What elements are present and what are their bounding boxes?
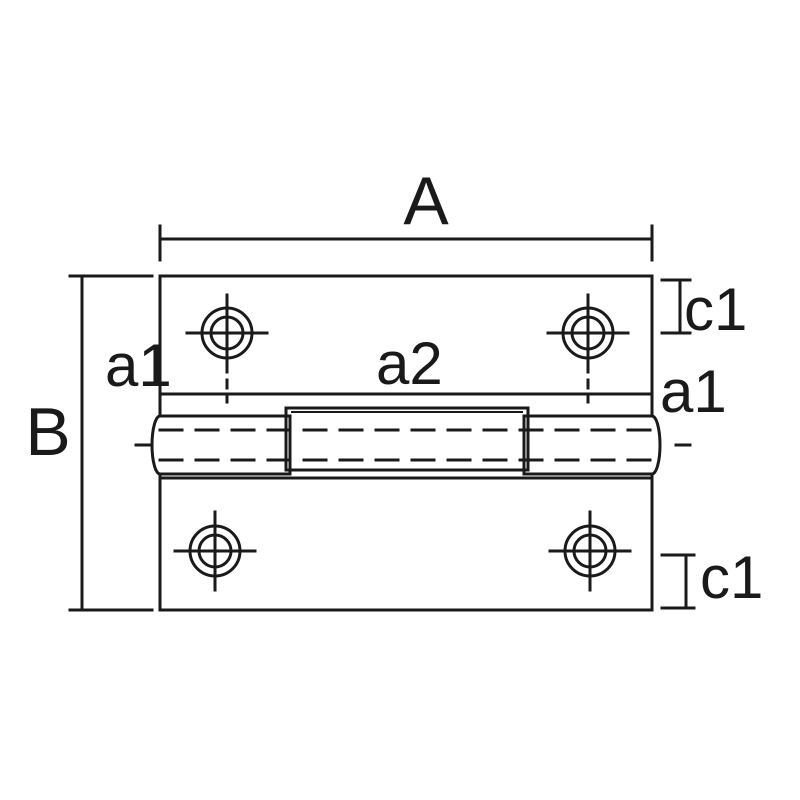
label-c1-bottom: c1 bbox=[700, 544, 763, 611]
pin-axis bbox=[134, 428, 692, 462]
bottom-leaf bbox=[158, 476, 654, 612]
label-a1-left: a1 bbox=[105, 332, 172, 399]
label-a: A bbox=[403, 163, 449, 239]
label-a2: a2 bbox=[376, 330, 443, 397]
label-c1-top: c1 bbox=[684, 276, 747, 343]
dimension-c1-bottom-line bbox=[660, 553, 696, 610]
hinge-knuckles bbox=[150, 392, 662, 480]
hole-bottom-left bbox=[173, 510, 257, 592]
dimension-a-line bbox=[158, 224, 654, 262]
dimension-c1-top-line bbox=[660, 278, 692, 335]
hole-top-left bbox=[185, 293, 269, 410]
label-a1-right: a1 bbox=[660, 358, 727, 425]
dimension-b-line bbox=[68, 274, 154, 612]
label-b: B bbox=[25, 394, 70, 470]
hole-bottom-right bbox=[548, 510, 632, 592]
hole-top-right bbox=[546, 293, 630, 410]
top-leaf bbox=[158, 274, 654, 396]
